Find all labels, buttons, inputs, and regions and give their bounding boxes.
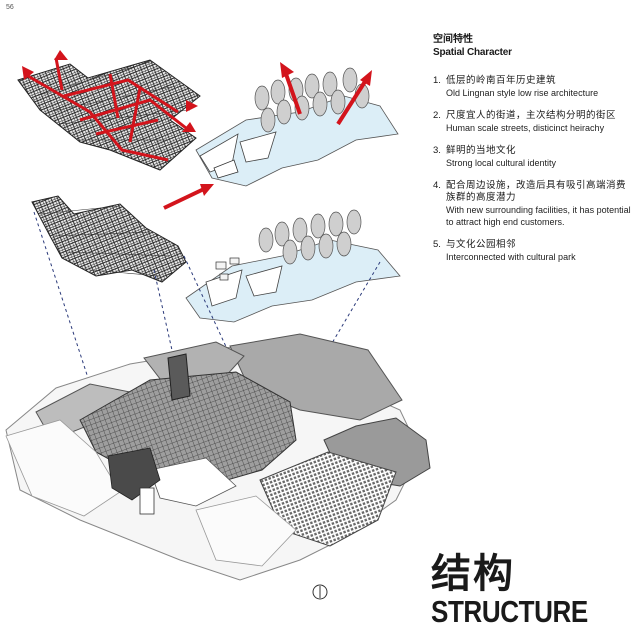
item-cn: 低层的岭南百年历史建筑 [446,75,557,86]
section-title-en: STRUCTURE [431,594,588,629]
item-number: 3. [433,145,441,156]
item-number: 2. [433,110,441,121]
list-item: 2. 尺度宜人的街道，主次结构分明的街区 Human scale streets,… [433,110,633,134]
trees-mid [258,209,362,265]
item-en: Strong local cultural identity [446,158,557,168]
spatial-character-legend: 空间特性 Spatial Character 1. 低层的岭南百年历史建筑 Old… [433,34,633,274]
item-cn: 配合周边设施，改造后具有吸引高端消费族群的高度潜力 [446,180,627,203]
red-arrowheads-top-right [200,62,372,196]
item-number: 4. [433,180,441,191]
legend-heading-en: Spatial Character [433,47,512,58]
north-arrow-icon [312,584,328,600]
small-buildings-mid [215,257,240,281]
trees-top [254,67,370,133]
red-route-arrows-top [27,57,187,162]
lingnan-roof-plan-top [17,59,201,171]
item-en: Old Lingnan style low rise architecture [446,88,599,98]
item-number: 1. [433,75,441,86]
list-item: 1. 低层的岭南百年历史建筑 Old Lingnan style low rise… [433,75,633,99]
page-number: 56 [6,4,14,11]
legend-heading-cn: 空间特性 [433,34,473,45]
section-title-cn: 结构 [431,551,515,597]
item-en: Interconnected with cultural park [446,252,576,262]
item-cn: 鲜明的当地文化 [446,145,517,156]
red-arrowheads-top [22,50,198,132]
list-item: 5. 与文化公园相邻 Interconnected with cultural p… [433,239,633,263]
item-cn: 与文化公园相邻 [446,239,517,250]
item-cn: 尺度宜人的街道，主次结构分明的街区 [446,110,617,121]
site-model [5,333,431,581]
street-plate-mid [185,239,401,323]
lingnan-roof-plan-mid [31,195,187,283]
street-plate-top [195,95,399,187]
item-en: Human scale streets, disticinct heirachy [446,123,605,133]
list-item: 3. 鲜明的当地文化 Strong local cultural identity [433,145,633,169]
item-en: With new surrounding facilities, it has … [446,205,631,227]
item-number: 5. [433,239,441,250]
red-arrows-top-right [163,73,368,210]
